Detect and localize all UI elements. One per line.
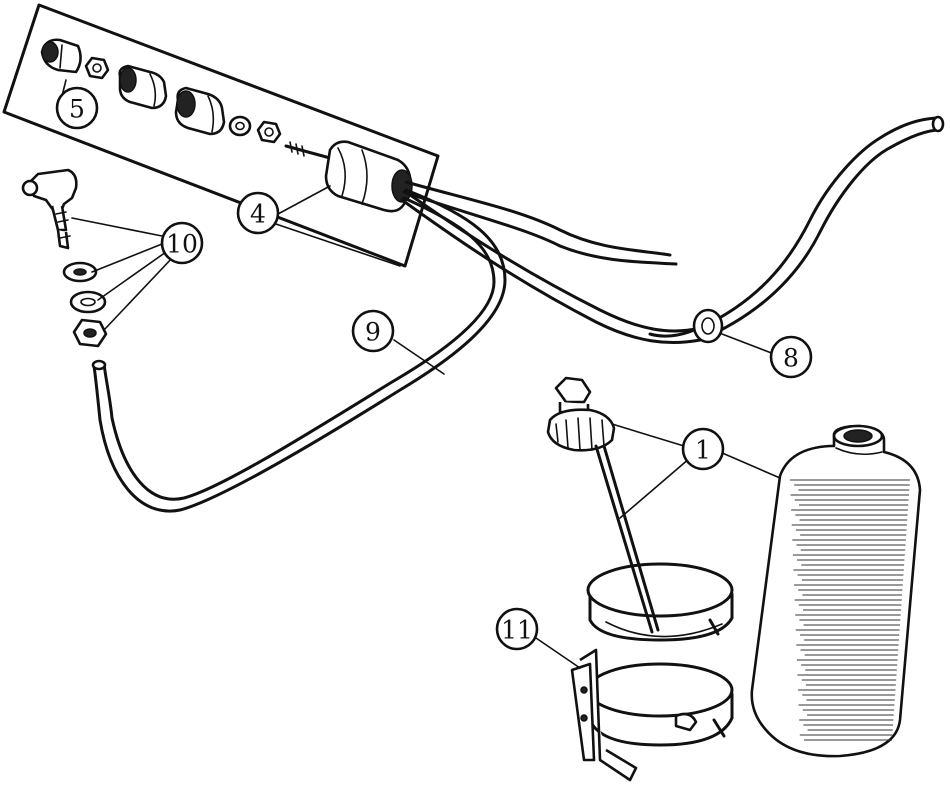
callout-4: 4 <box>236 191 280 235</box>
callout-5: 5 <box>55 86 99 130</box>
jet-washer-2 <box>69 290 107 314</box>
reservoir-bracket <box>570 562 734 782</box>
callout-1-label: 1 <box>695 436 711 465</box>
callout-4-label: 4 <box>250 200 266 229</box>
callout-1: 1 <box>681 427 725 471</box>
callout-11-label: 11 <box>501 616 533 645</box>
threaded-stub <box>284 141 332 160</box>
jet-parts-group <box>40 38 413 213</box>
small-washer <box>228 115 252 137</box>
jet-washer-1 <box>62 261 98 283</box>
callout-9-label: 9 <box>365 318 381 347</box>
callout-9: 9 <box>351 309 395 353</box>
callout-11: 11 <box>495 607 539 651</box>
bottle-shading <box>790 479 910 741</box>
grommet <box>692 308 724 344</box>
reservoir-cap-pump <box>546 376 660 634</box>
callout-10: 10 <box>160 221 204 265</box>
reservoir-bottle <box>750 424 922 758</box>
rubber-sleeve-2 <box>174 86 226 136</box>
rubber-sleeve-1 <box>118 64 168 110</box>
small-nut-2 <box>256 120 282 144</box>
callout-8-label: 8 <box>783 344 799 373</box>
callout-5-label: 5 <box>69 95 85 124</box>
small-nut-1 <box>84 56 110 80</box>
callout-10-label: 10 <box>166 230 198 259</box>
leader-lines <box>61 79 781 669</box>
jet-kit-panel <box>2 3 440 268</box>
jet-elbow-group <box>21 168 108 348</box>
callout-8: 8 <box>769 335 813 379</box>
washer-tubes <box>91 115 945 513</box>
jet-nozzle <box>40 38 82 74</box>
connector-body <box>324 140 413 213</box>
elbow-jet <box>21 168 78 250</box>
jet-nut <box>72 318 108 348</box>
